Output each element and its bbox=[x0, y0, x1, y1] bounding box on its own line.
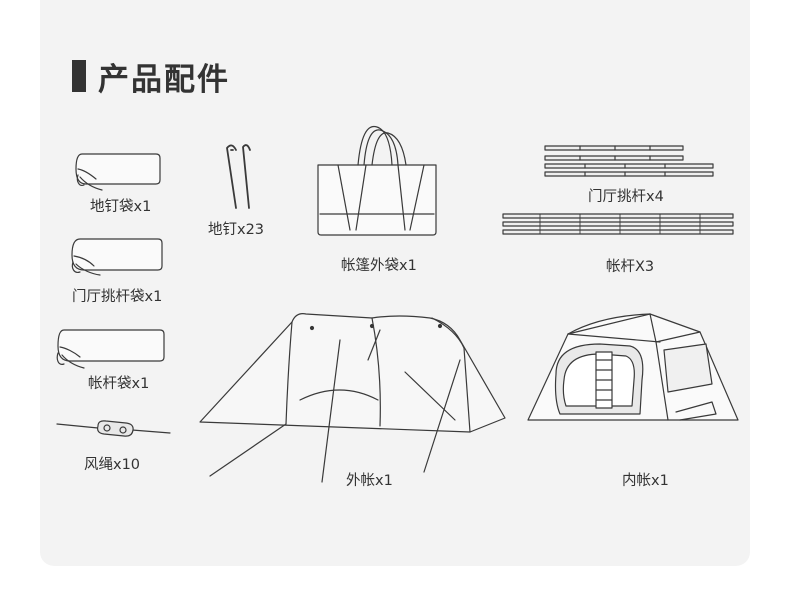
pole-bag-label: 帐杆袋x1 bbox=[88, 376, 150, 392]
carry-bag-icon bbox=[317, 125, 437, 236]
guy-rope-label: 风绳x10 bbox=[84, 457, 141, 473]
section-heading: 产品配件 bbox=[72, 56, 230, 98]
stake-bag-label: 地钉袋x1 bbox=[90, 199, 152, 215]
outer-tent-icon bbox=[199, 313, 506, 483]
pole-bag-icon bbox=[56, 329, 165, 369]
door-pole-bag-label: 门厅挑杆袋x1 bbox=[72, 289, 163, 305]
guy-rope-icon bbox=[56, 420, 171, 437]
door-pole-bag-icon bbox=[71, 238, 163, 276]
door-poles-icon bbox=[544, 145, 714, 177]
carry-bag-label: 帐篷外袋x1 bbox=[341, 258, 417, 274]
stakes-label: 地钉x23 bbox=[208, 222, 265, 238]
tent-poles-label: 帐杆X3 bbox=[606, 259, 655, 275]
section-title: 产品配件 bbox=[98, 61, 230, 98]
heading-bar bbox=[72, 60, 86, 92]
inner-tent-label: 内帐x1 bbox=[622, 473, 669, 489]
tent-poles-icon bbox=[502, 213, 734, 235]
stake-bag-icon bbox=[75, 153, 161, 191]
door-poles-label: 门厅挑杆x4 bbox=[588, 189, 664, 205]
stakes-icon bbox=[226, 144, 251, 209]
outer-tent-label: 外帐x1 bbox=[346, 473, 393, 489]
inner-tent-icon bbox=[527, 313, 739, 421]
accessories-card bbox=[40, 0, 750, 566]
